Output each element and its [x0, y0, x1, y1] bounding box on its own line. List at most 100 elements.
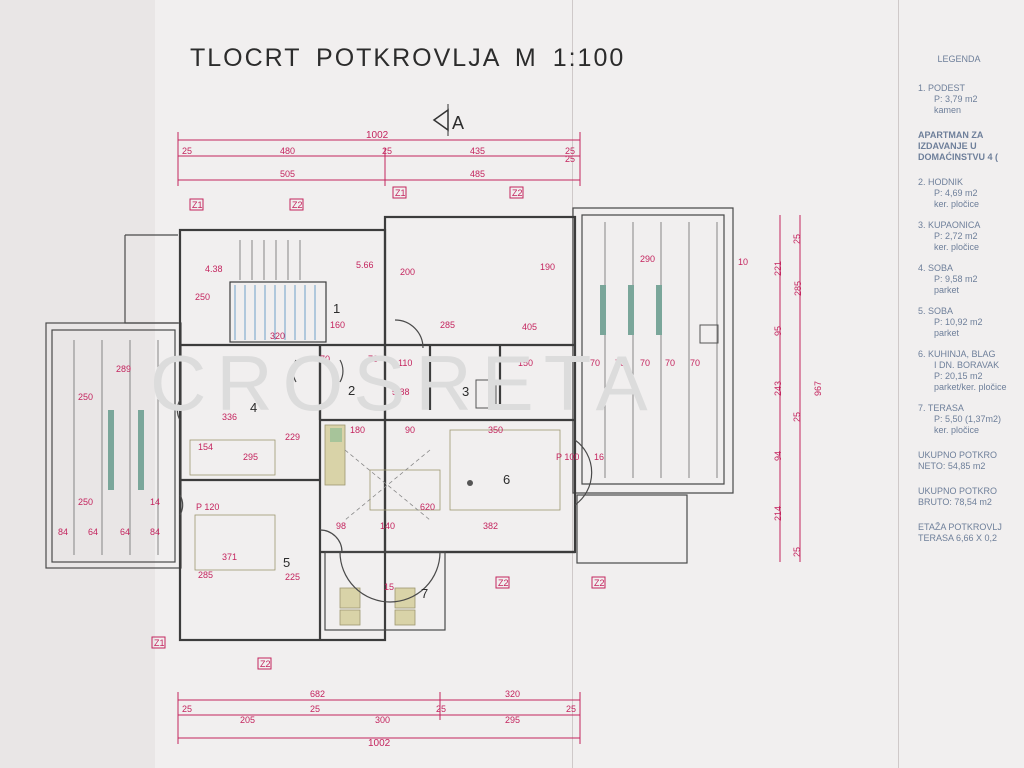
- roof-outline: [45, 207, 734, 569]
- room-number: 6: [503, 472, 510, 487]
- legend-item: 2. HODNIK P: 4,69 m2 ker. pločice: [918, 177, 1024, 210]
- dim-text: 214: [773, 506, 783, 521]
- dim-text: 16: [594, 452, 604, 462]
- z-mark: Z2: [260, 659, 271, 669]
- dim-text: P 100: [556, 452, 579, 462]
- dim-text: 160: [330, 320, 345, 330]
- dim-text: 285: [198, 570, 213, 580]
- z-mark: Z2: [292, 200, 303, 210]
- legend-item-finish: ker. pločice: [934, 199, 980, 209]
- dim-text: 64: [88, 527, 98, 537]
- dim-text: 190: [540, 262, 555, 272]
- room-number: 5: [283, 555, 290, 570]
- legend-item-title: 5. SOBA: [918, 306, 954, 316]
- dim-text: 15: [384, 582, 394, 592]
- dim-text: 620: [420, 502, 435, 512]
- dim-text: 25: [792, 412, 802, 422]
- room-number: 2: [348, 383, 355, 398]
- legend: LEGENDA 1. PODEST P: 3,79 m2 kamen APART…: [904, 54, 1024, 544]
- paper-fold-line: [898, 0, 899, 768]
- dim-text: 221: [773, 261, 783, 276]
- dim-text: 225: [285, 572, 300, 582]
- legend-total-label: UKUPNO POTKRO: [918, 450, 998, 460]
- dim-text: 505: [280, 169, 295, 179]
- legend-item-finish: kamen: [934, 105, 962, 115]
- legend-item: 4. SOBA P: 9,58 m2 parket: [918, 263, 1024, 296]
- dim-text: 25: [436, 704, 446, 714]
- dim-text: 371: [222, 552, 237, 562]
- dim-text: 350: [488, 425, 503, 435]
- z-mark: Z2: [512, 188, 523, 198]
- internal-dimensions: 4.38 5.66 5.88 250 320 160 285 200 190 2…: [58, 254, 748, 592]
- legend-item-area: P: 9,58 m2: [934, 274, 978, 284]
- dim-text: 70: [320, 354, 330, 364]
- dim-text: 4.38: [205, 264, 223, 274]
- z-mark: Z1: [154, 638, 165, 648]
- dim-text: 435: [470, 146, 485, 156]
- legend-item: 1. PODEST P: 3,79 m2 kamen: [918, 83, 1024, 116]
- legend-total-value: NETO: 54,85 m2: [918, 461, 986, 471]
- room-number: 7: [421, 586, 428, 601]
- dim-text: 320: [270, 331, 285, 341]
- dim-text: 70: [665, 358, 675, 368]
- dim-text: 25: [565, 154, 575, 164]
- legend-total-label: UKUPNO POTKRO: [918, 486, 998, 496]
- plan-title: TLOCRT POTKROVLJA M 1:100: [190, 44, 626, 72]
- dim-text: 5.88: [392, 387, 410, 397]
- legend-total: UKUPNO POTKRO BRUTO: 78,54 m2: [918, 486, 1024, 508]
- legend-item-area: P: 4,69 m2: [934, 188, 978, 198]
- dim-text: 94: [773, 451, 783, 461]
- dim-text: 70: [640, 358, 650, 368]
- legend-item-title-cont: I DN. BORAVAK: [934, 360, 1000, 370]
- legend-item-title: 3. KUPAONICA: [918, 220, 981, 230]
- dim-text: 25: [792, 547, 802, 557]
- dim-text: 25: [182, 704, 192, 714]
- legend-item-finish: ker. pločice: [934, 242, 980, 252]
- z-mark: Z1: [192, 200, 203, 210]
- dim-text: 84: [150, 527, 160, 537]
- dim-text: 95: [773, 326, 783, 336]
- z-mark: Z1: [395, 188, 406, 198]
- legend-group-line: APARTMAN ZA: [918, 130, 984, 140]
- legend-item: 7. TERASA P: 5,50 (1,37m2) ker. pločice: [918, 403, 1024, 436]
- legend-group-line: IZDAVANJE U: [918, 141, 977, 151]
- dim-text: 405: [522, 322, 537, 332]
- legend-item-title: 4. SOBA: [918, 263, 954, 273]
- legend-item-finish: parket/ker. pločice: [934, 382, 1007, 392]
- legend-item-title: 7. TERASA: [918, 403, 964, 413]
- room-number: 1: [333, 301, 340, 316]
- staircase: [234, 240, 316, 340]
- dim-text: 110: [398, 358, 412, 368]
- legend-item: 6. KUHINJA, BLAG I DN. BORAVAK P: 20,15 …: [918, 349, 1024, 393]
- legend-heading: LEGENDA: [937, 54, 981, 64]
- legend-item-title: 6. KUHINJA, BLAG: [918, 349, 996, 359]
- dim-text: 70: [615, 358, 625, 368]
- dim-text: 25: [792, 234, 802, 244]
- dim-text: 10: [738, 257, 748, 267]
- legend-item-finish: ker. pločice: [934, 425, 980, 435]
- dim-text: 243: [773, 381, 783, 396]
- section-label: A: [452, 113, 464, 133]
- legend-total: UKUPNO POTKRO NETO: 54,85 m2: [918, 450, 1024, 472]
- dim-text: 205: [240, 715, 255, 725]
- legend-item: 3. KUPAONICA P: 2,72 m2 ker. pločice: [918, 220, 1024, 253]
- dim-text: 682: [310, 689, 325, 699]
- room-numbers: 1 2 3 4 5 6 7: [250, 301, 510, 601]
- dim-text: 84: [58, 527, 68, 537]
- z-mark: Z2: [594, 578, 605, 588]
- section-mark: A: [432, 104, 464, 136]
- dim-text: 1002: [368, 738, 391, 749]
- legend-item-area: P: 5,50 (1,37m2): [934, 414, 1002, 424]
- dim-text: 1002: [366, 130, 389, 141]
- dim-text: 150: [518, 358, 533, 368]
- walls: [178, 215, 577, 642]
- dim-text: 200: [400, 267, 415, 277]
- dim-text: 25: [566, 704, 576, 714]
- dim-text: 229: [285, 432, 300, 442]
- dim-text: 285: [793, 281, 803, 296]
- dim-text: 485: [470, 169, 485, 179]
- roof-hatching: [73, 222, 718, 555]
- dim-text: 25: [182, 146, 192, 156]
- dim-text: 25: [310, 704, 320, 714]
